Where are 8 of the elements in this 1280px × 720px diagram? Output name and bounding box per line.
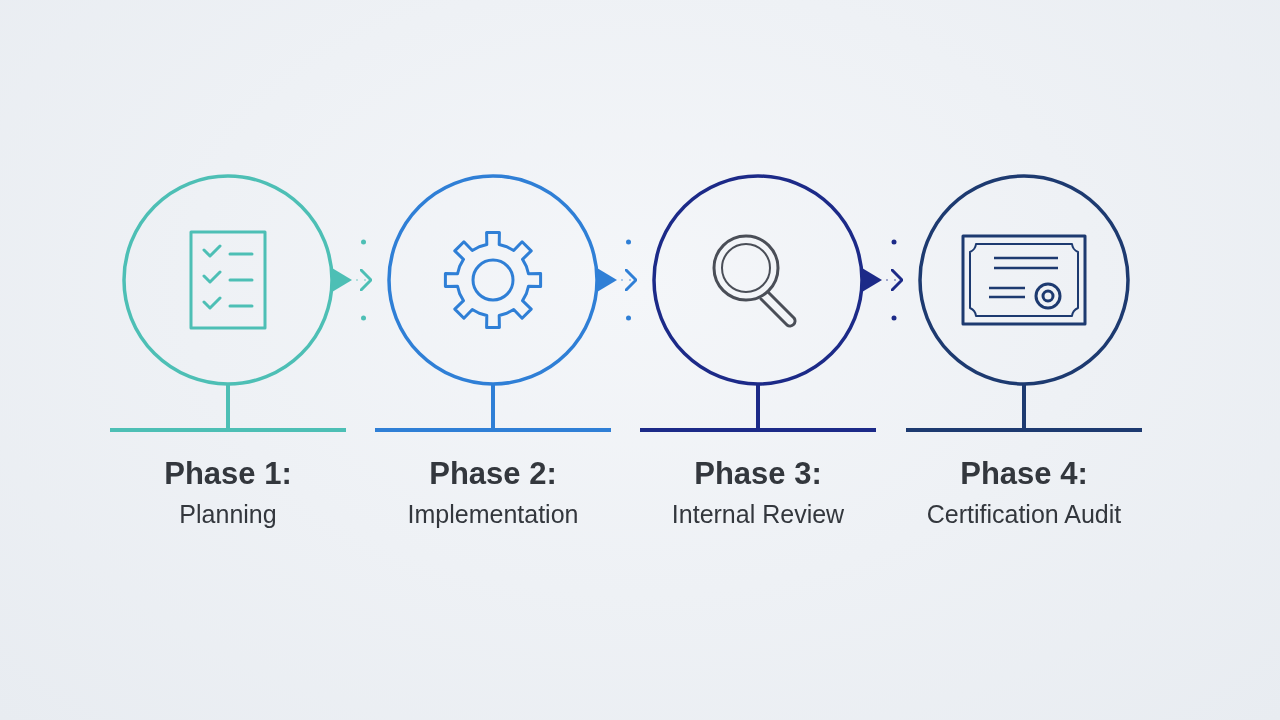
phase-heading: Phase 4: [960,456,1088,492]
phase-name: Certification Audit [926,500,1122,529]
phase-heading: Phase 3: [694,456,822,492]
phase-heading: Phase 1: [164,456,292,492]
phase-name: Internal Review [671,500,845,529]
phase-name: Implementation [407,500,579,529]
phase-name: Planning [179,500,277,529]
phase-heading: Phase 2: [429,456,557,492]
